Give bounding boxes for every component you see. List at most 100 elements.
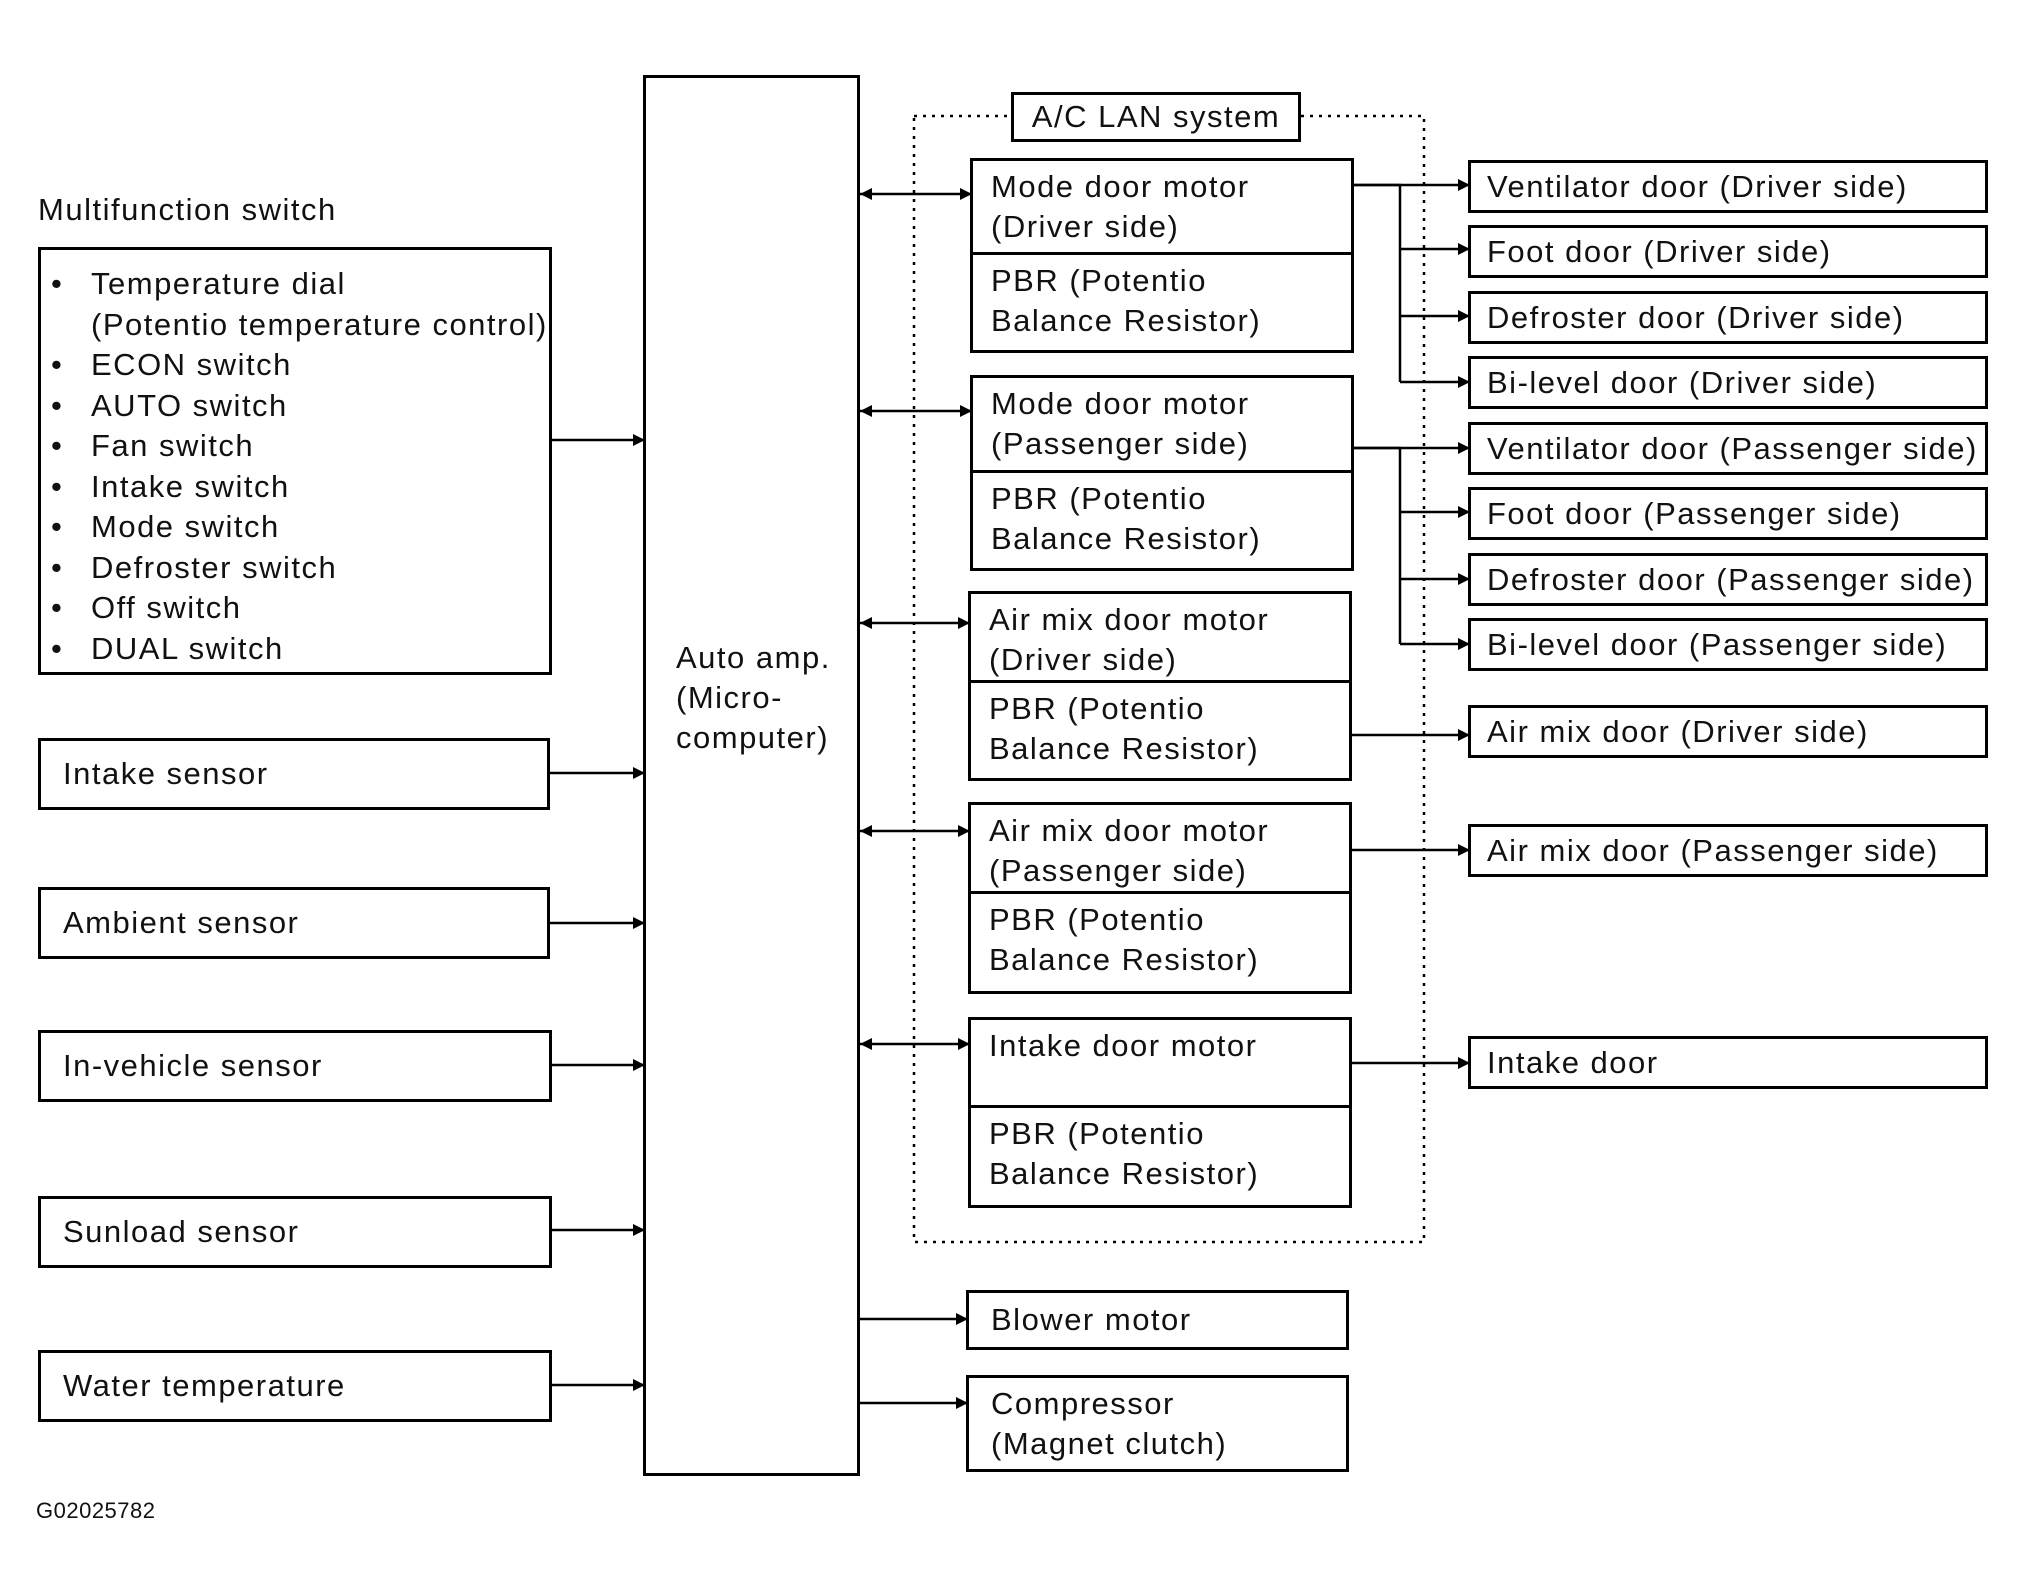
in-vehicle-sensor-label: In-vehicle sensor: [63, 1048, 323, 1083]
pbr-label: PBR (Potentio: [991, 263, 1207, 298]
door-bilevel-driver: Bi-level door (Driver side): [1468, 356, 1988, 409]
door-label: Air mix door (Driver side): [1487, 713, 1869, 749]
door-defroster-passenger: Defroster door (Passenger side): [1468, 553, 1988, 606]
multifunction-item: • DUAL switch: [51, 629, 549, 670]
multifunction-switch-box: • Temperature dial (Potentio temperature c…: [38, 247, 552, 675]
pbr-label-2: Balance Resistor): [989, 1156, 1260, 1191]
multifunction-item: (Potentio temperature control): [51, 305, 549, 346]
multifunction-item: • Fan switch: [51, 426, 549, 467]
bullet-icon: •: [51, 387, 64, 423]
door-ventilator-passenger: Ventilator door (Passenger side): [1468, 422, 1988, 475]
multifunction-item-text: Fan switch: [91, 428, 255, 463]
lan-system-title-box: A/C LAN system: [1011, 92, 1301, 142]
auto-amp-line-2: (Micro-: [676, 680, 783, 715]
pbr-label: PBR (Potentio: [991, 481, 1207, 516]
door-label: Ventilator door (Passenger side): [1487, 430, 1978, 466]
motor-label: Air mix door motor: [989, 602, 1270, 637]
in-vehicle-sensor-box: In-vehicle sensor: [38, 1030, 552, 1102]
multifunction-item-text: AUTO switch: [91, 387, 288, 423]
door-label: Foot door (Driver side): [1487, 233, 1832, 269]
door-label: Bi-level door (Driver side): [1487, 364, 1878, 400]
auto-amp-box: Auto amp. (Micro- computer): [643, 75, 860, 1476]
intake-sensor-box: Intake sensor: [38, 738, 550, 810]
multifunction-item-text: Defroster switch: [91, 549, 338, 585]
door-label: Intake door: [1487, 1044, 1659, 1080]
air-mix-door-motor-passenger-box: Air mix door motor (Passenger side) PBR (…: [968, 802, 1352, 994]
door-foot-passenger: Foot door (Passenger side): [1468, 487, 1988, 540]
door-defroster-driver: Defroster door (Driver side): [1468, 291, 1988, 344]
bullet-icon: •: [51, 468, 64, 504]
motor-label: Air mix door motor: [989, 813, 1270, 848]
multifunction-item-text: ECON switch: [91, 347, 292, 382]
mode-door-motor-driver-box: Mode door motor (Driver side) PBR (Potent…: [970, 158, 1354, 353]
water-temperature-box: Water temperature: [38, 1350, 552, 1422]
intake-sensor-label: Intake sensor: [63, 756, 269, 791]
pbr-label: PBR (Potentio: [989, 691, 1205, 726]
bullet-icon: •: [51, 549, 64, 585]
motor-side: (Driver side): [989, 642, 1178, 677]
compressor-sub-label: (Magnet clutch): [991, 1426, 1228, 1461]
pbr-label-2: Balance Resistor): [989, 942, 1260, 977]
door-ventilator-driver: Ventilator door (Driver side): [1468, 160, 1988, 213]
multifunction-item-text: (Potentio temperature control): [91, 306, 548, 342]
bullet-icon: •: [51, 590, 64, 625]
door-airmix-driver: Air mix door (Driver side): [1468, 705, 1988, 758]
pbr-label-2: Balance Resistor): [991, 521, 1262, 556]
air-mix-door-motor-driver-box: Air mix door motor (Driver side) PBR (Pot…: [968, 591, 1352, 781]
multifunction-item-text: DUAL switch: [91, 630, 284, 666]
door-bilevel-passenger: Bi-level door (Passenger side): [1468, 618, 1988, 671]
door-label: Air mix door (Passenger side): [1487, 832, 1939, 868]
motor-label: Intake door motor: [989, 1028, 1258, 1063]
bullet-icon: •: [51, 347, 64, 382]
bullet-icon: •: [51, 428, 64, 463]
multifunction-item: • AUTO switch: [51, 386, 549, 427]
sunload-sensor-box: Sunload sensor: [38, 1196, 552, 1268]
blower-motor-label: Blower motor: [991, 1302, 1192, 1337]
pbr-label-2: Balance Resistor): [991, 303, 1262, 338]
pbr-label: PBR (Potentio: [989, 1116, 1205, 1151]
multifunction-item-list: • Temperature dial (Potentio temperature c…: [51, 264, 549, 669]
bullet-icon: •: [51, 509, 64, 544]
multifunction-item: • Mode switch: [51, 507, 549, 548]
auto-amp-line-3: computer): [676, 720, 830, 755]
door-foot-driver: Foot door (Driver side): [1468, 225, 1988, 278]
auto-amp-line-1: Auto amp.: [676, 640, 831, 675]
ambient-sensor-box: Ambient sensor: [38, 887, 550, 959]
door-label: Defroster door (Passenger side): [1487, 561, 1975, 597]
bullet-icon: [51, 305, 91, 346]
compressor-label: Compressor: [991, 1386, 1175, 1421]
multifunction-item-text: Off switch: [91, 590, 242, 625]
door-airmix-passenger: Air mix door (Passenger side): [1468, 824, 1988, 877]
motor-side: (Passenger side): [989, 853, 1248, 888]
blower-motor-box: Blower motor: [966, 1290, 1349, 1350]
door-intake: Intake door: [1468, 1036, 1988, 1089]
water-temperature-label: Water temperature: [63, 1368, 346, 1403]
motor-label: Mode door motor: [991, 169, 1250, 204]
door-label: Defroster door (Driver side): [1487, 299, 1905, 335]
sunload-sensor-label: Sunload sensor: [63, 1214, 300, 1249]
multifunction-item: • ECON switch: [51, 345, 549, 386]
bullet-icon: •: [51, 266, 64, 301]
figure-id: G02025782: [36, 1498, 156, 1523]
multifunction-title: Multifunction switch: [38, 192, 337, 227]
motor-side: (Passenger side): [991, 426, 1250, 461]
motor-side: (Driver side): [991, 209, 1180, 244]
motor-label: Mode door motor: [991, 386, 1250, 421]
ambient-sensor-label: Ambient sensor: [63, 905, 300, 940]
mode-door-motor-passenger-box: Mode door motor (Passenger side) PBR (Pot…: [970, 375, 1354, 571]
door-label: Foot door (Passenger side): [1487, 495, 1902, 531]
multifunction-item-text: Intake switch: [91, 468, 290, 504]
pbr-label-2: Balance Resistor): [989, 731, 1260, 766]
pbr-label: PBR (Potentio: [989, 902, 1205, 937]
multifunction-item-text: Temperature dial: [91, 266, 346, 301]
multifunction-item: • Temperature dial: [51, 264, 549, 305]
lan-system-title: A/C LAN system: [1031, 99, 1281, 134]
door-label: Ventilator door (Driver side): [1487, 168, 1908, 204]
multifunction-item: • Off switch: [51, 588, 549, 629]
bullet-icon: •: [51, 630, 64, 666]
multifunction-item-text: Mode switch: [91, 509, 280, 544]
door-label: Bi-level door (Passenger side): [1487, 626, 1948, 662]
multifunction-item: • Defroster switch: [51, 548, 549, 589]
